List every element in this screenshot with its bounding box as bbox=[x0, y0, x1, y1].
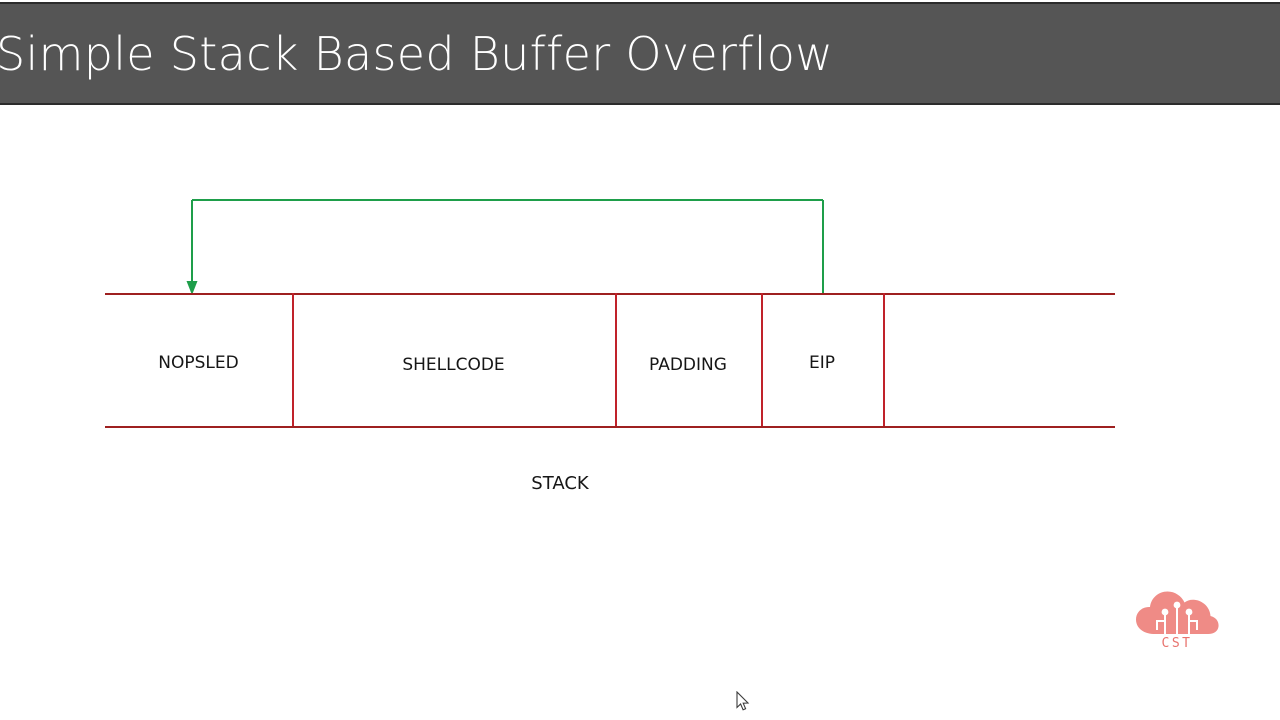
stack-cell-padding: PADDING bbox=[649, 355, 727, 375]
stack-divider-3 bbox=[761, 293, 763, 426]
page-title: Simple Stack Based Buffer Overflow bbox=[0, 27, 834, 81]
stack-divider-4 bbox=[883, 293, 885, 426]
stack-divider-1 bbox=[292, 293, 294, 426]
stack-bottom-border bbox=[105, 426, 1115, 428]
stack-cell-nopsled: NOPSLED bbox=[158, 353, 239, 373]
stack-cell-shellcode: SHELLCODE bbox=[402, 355, 505, 375]
stack-layout-diagram: NOPSLED SHELLCODE PADDING EIP bbox=[105, 293, 1115, 428]
stack-divider-2 bbox=[615, 293, 617, 426]
stack-caption-label: STACK bbox=[531, 473, 589, 494]
cst-cloud-logo: CST bbox=[1133, 588, 1221, 650]
circuit-nodes-icon bbox=[1161, 601, 1193, 616]
slide-content-area: NOPSLED SHELLCODE PADDING EIP STACK bbox=[0, 105, 1280, 720]
stack-top-border bbox=[105, 293, 1115, 295]
circuit-lines-icon bbox=[1156, 606, 1198, 634]
logo-text: CST bbox=[1162, 636, 1193, 650]
stack-cell-eip: EIP bbox=[808, 353, 835, 373]
slide-title-bar: Simple Stack Based Buffer Overflow bbox=[0, 2, 1280, 105]
